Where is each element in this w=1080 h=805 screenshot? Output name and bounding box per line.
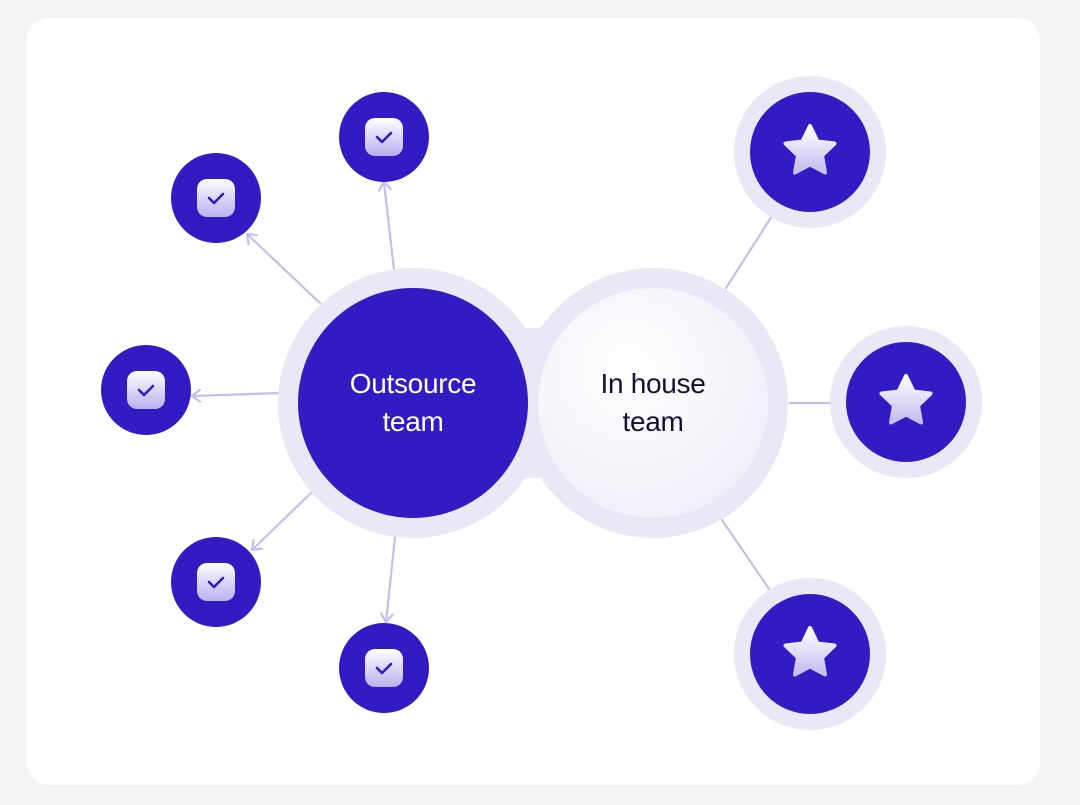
hub-halo-notches [496, 243, 570, 563]
arrow-to-left-node [190, 393, 282, 396]
inhouse-label-line2: team [622, 406, 684, 437]
connector-arrows [190, 180, 845, 624]
arrow-to-bottom-right-node [720, 518, 778, 604]
outsource-label-line1: Outsource [349, 368, 477, 399]
arrow-to-upper-left-node [245, 232, 324, 307]
inhouse-team-label: In house team [538, 288, 768, 518]
star-icon [783, 626, 837, 677]
inhouse-node-top-right [734, 76, 886, 228]
arrow-to-top-node [384, 180, 396, 272]
check-square-icon [365, 118, 403, 156]
check-square-icon [197, 179, 235, 217]
inhouse-label-line1: In house [600, 368, 706, 399]
outsource-team-label: Outsource team [298, 288, 528, 518]
outsource-team-hub [298, 288, 528, 518]
outsource-node-lower-left [171, 537, 261, 627]
check-square-icon [127, 371, 165, 409]
star-icon [783, 124, 837, 175]
outsource-node-bottom [339, 623, 429, 713]
inhouse-node-right [830, 326, 982, 478]
arrow-to-bottom-node [386, 535, 397, 624]
outsource-node-left [101, 345, 191, 435]
outsource-label-line2: team [382, 406, 444, 437]
outsource-node-upper-left [171, 153, 261, 243]
outsource-node-top [339, 92, 429, 182]
check-square-icon [365, 649, 403, 687]
star-icon [879, 374, 933, 425]
inhouse-node-bottom-right [734, 578, 886, 730]
check-square-icon [197, 563, 235, 601]
inhouse-team-hub [538, 288, 768, 518]
arrow-to-lower-left-node [252, 490, 314, 552]
arrow-to-top-right-node [724, 203, 779, 290]
